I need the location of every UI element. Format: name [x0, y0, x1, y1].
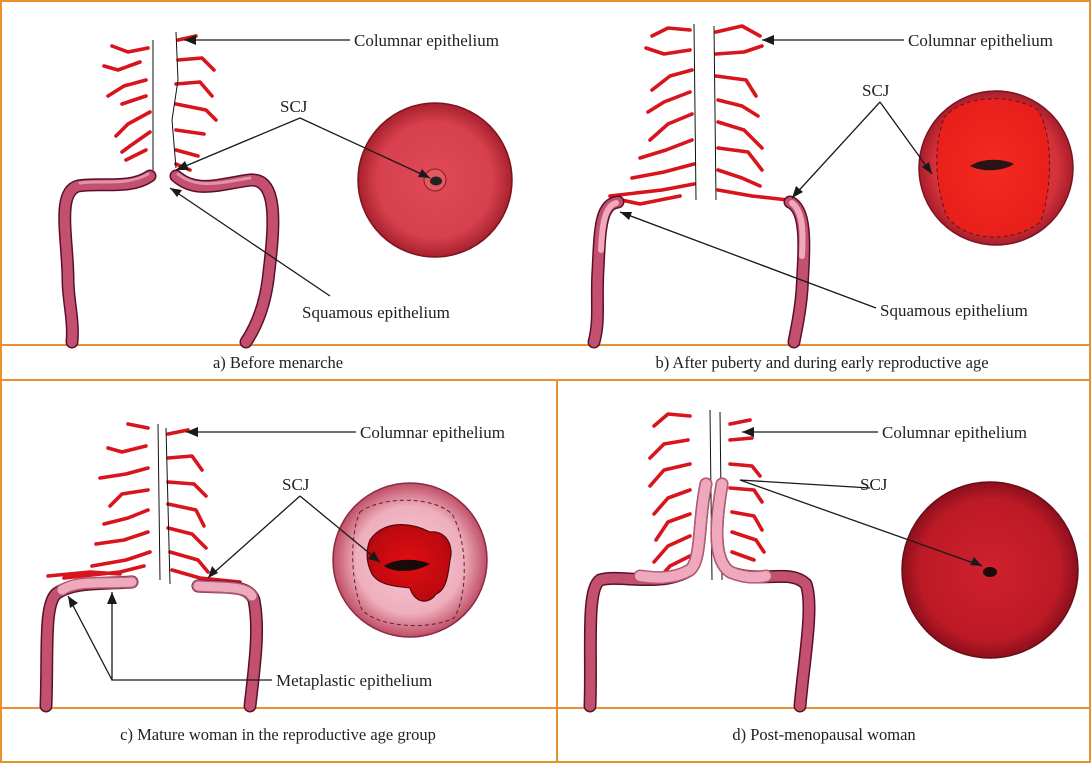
panel-a: Columnar epithelium SCJ Squamous epithel…: [65, 31, 512, 372]
squamous-tube-right: [717, 484, 809, 706]
caption-a: a) Before menarche: [213, 353, 343, 372]
caption-c: c) Mature woman in the reproductive age …: [120, 725, 436, 744]
squamous-tube-left: [65, 174, 150, 342]
columnar-crypts-right: [176, 36, 216, 170]
squamous-tube-left: [590, 484, 706, 706]
columnar-crypts-right: [716, 26, 788, 200]
label-scj-c: SCJ: [282, 475, 310, 494]
external-os: [430, 177, 442, 186]
columnar-crypts-left: [104, 46, 150, 160]
external-os: [983, 567, 997, 577]
endocervical-canal: [158, 424, 170, 584]
label-scj-a: SCJ: [280, 97, 308, 116]
os-view-c: [333, 483, 487, 637]
label-columnar-a: Columnar epithelium: [354, 31, 499, 50]
panel-d: Columnar epithelium SCJ d) Post-menopaus…: [590, 410, 1078, 744]
caption-b: b) After puberty and during early reprod…: [655, 353, 988, 372]
os-view-b: [919, 91, 1073, 245]
label-columnar-c: Columnar epithelium: [360, 423, 505, 442]
panel-c: Columnar epithelium SCJ Metaplastic epit…: [46, 423, 505, 744]
columnar-crypts-left: [650, 414, 690, 584]
columnar-crypts-right: [730, 420, 764, 560]
endocervical-canal: [694, 24, 716, 200]
label-squamous-a: Squamous epithelium: [302, 303, 450, 322]
squamous-tube-right: [198, 586, 257, 706]
columnar-crypts-left: [610, 28, 694, 204]
arrow-squamous-a: [170, 188, 330, 296]
arrow-scj-b1: [792, 102, 880, 198]
os-view-a: [358, 103, 512, 257]
arrow-metaplastic-c2: [68, 596, 112, 680]
label-scj-b: SCJ: [862, 81, 890, 100]
panel-b: Columnar epithelium SCJ Squamous epithel…: [594, 24, 1073, 372]
label-squamous-b: Squamous epithelium: [880, 301, 1028, 320]
arrow-squamous-b: [620, 212, 876, 308]
endocervical-canal: [153, 32, 178, 170]
squamous-tube-left: [594, 202, 618, 342]
os-view-d: [902, 482, 1078, 658]
label-scj-d: SCJ: [860, 475, 888, 494]
arrow-scj-c1: [208, 496, 300, 578]
squamous-tube-right: [790, 202, 804, 342]
squamous-tube-left: [46, 582, 132, 706]
label-metaplastic-c: Metaplastic epithelium: [276, 671, 432, 690]
label-columnar-b: Columnar epithelium: [908, 31, 1053, 50]
caption-d: d) Post-menopausal woman: [732, 725, 915, 744]
columnar-crypts-left: [48, 424, 150, 578]
squamous-tube-right: [176, 174, 273, 342]
label-columnar-d: Columnar epithelium: [882, 423, 1027, 442]
arrow-scj-a1: [176, 118, 300, 170]
arrow-scj-b2: [880, 102, 932, 174]
